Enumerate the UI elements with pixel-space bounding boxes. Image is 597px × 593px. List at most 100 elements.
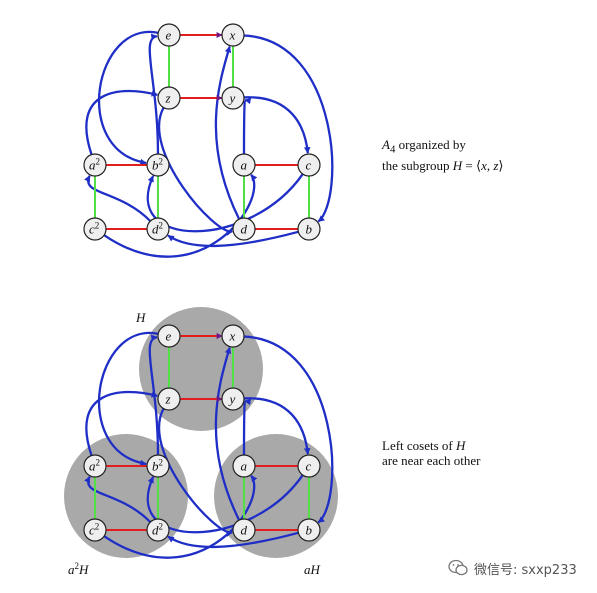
d2-node-b: b (297, 518, 321, 542)
d2-node-d: d (232, 518, 256, 542)
d2-node-a-circle (232, 454, 256, 478)
watermark: 微信号: sxxp233 (448, 557, 577, 579)
d1-arrow-c2-to-a (103, 173, 258, 258)
d1-node-y-circle (221, 86, 245, 110)
d1-node-d-circle (232, 217, 256, 241)
d1-node-e: e (157, 23, 181, 47)
d2-node-a2-label: a2 (89, 458, 100, 474)
d1-arrow-z-to-d (157, 107, 233, 236)
d2-node-c: c (297, 454, 321, 478)
cayley-diagram-organized: e x z y a2 b2 a c c2 d2 d b (83, 23, 334, 258)
d1-arrow-b-to-d2 (167, 230, 299, 248)
d2-node-x: x (221, 324, 245, 348)
d1-arrow-b2-to-e (148, 33, 160, 155)
d2-arrow-e-to-b2 (97, 331, 159, 467)
d1-arrow-c-to-b2 (146, 173, 304, 233)
coset-label-aH: aH (304, 562, 321, 577)
d2-node-y-label: y (228, 392, 236, 407)
d2-node-d2-label: d2 (152, 522, 163, 538)
d1-node-z-label: z (165, 91, 171, 106)
d2-node-a: a (232, 454, 256, 478)
d2-arrow-c2-to-a (103, 474, 258, 559)
d1-node-c2: c2 (83, 217, 107, 241)
d1-node-x-circle (221, 23, 245, 47)
d1-node-a-circle (232, 153, 256, 177)
d2-node-a2: a2 (83, 454, 107, 478)
cayley-diagram-cosets: e x z y a2 b2 a c c2 d2 d b (83, 324, 334, 559)
d1-node-d-label: d (241, 222, 248, 237)
d1-node-c2-label: c2 (89, 221, 99, 237)
coset-label-H: H (135, 310, 146, 325)
d1-node-b2-circle (146, 153, 170, 177)
caption-diagram2-line2: are near each other (382, 453, 481, 468)
d2-node-y-circle (221, 387, 245, 411)
caption-diagram1: A4 organized by the subgroup H = ⟨x, z⟩ (382, 137, 504, 173)
caption-diagram1-line1: A4 organized by (382, 137, 466, 156)
caption-diagram2: Left cosets of H are near each other (382, 438, 481, 468)
d1-node-d2: d2 (146, 217, 170, 241)
d2-node-b2-circle (146, 454, 170, 478)
d1-node-b: b (297, 217, 321, 241)
d1-node-a-label: a (241, 158, 248, 173)
d1-node-x-label: x (229, 28, 236, 43)
caption-diagram1-line2: the subgroup H = ⟨x, z⟩ (382, 157, 504, 173)
d2-node-c-circle (297, 454, 321, 478)
d1-arrow-e-to-b2 (97, 30, 159, 166)
d1-node-a2: a2 (83, 153, 107, 177)
d1-arrow-x-to-b (243, 34, 334, 223)
d1-node-c2-circle (83, 217, 107, 241)
d1-node-a2-circle (83, 153, 107, 177)
d1-arrow-y-to-c (243, 96, 311, 154)
d2-arrow-a2-to-z (85, 390, 159, 456)
d1-node-a2-label: a2 (89, 157, 100, 173)
d2-node-d2-circle (146, 518, 170, 542)
d1-arrow-d2-to-a2 (84, 175, 152, 222)
d1-node-c-circle (297, 153, 321, 177)
d1-node-c: c (297, 153, 321, 177)
d2-node-e: e (157, 324, 181, 348)
d2-node-c2: c2 (83, 518, 107, 542)
d1-arrow-d-to-x (214, 45, 241, 220)
d1-node-z-circle (157, 86, 181, 110)
d1-node-d2-circle (146, 217, 170, 241)
d2-node-c2-label: c2 (89, 522, 99, 538)
d1-node-a: a (232, 153, 256, 177)
d1-node-b-circle (297, 217, 321, 241)
d1-node-e-label: e (166, 28, 172, 43)
d2-node-b-circle (297, 518, 321, 542)
d2-node-c2-circle (83, 518, 107, 542)
d2-node-z: z (157, 387, 181, 411)
d1-arrow-a2-to-z (85, 89, 159, 155)
coset-region-a2H (64, 434, 188, 558)
caption-diagram2-line1: Left cosets of H (382, 438, 466, 453)
d2-node-e-label: e (166, 329, 172, 344)
d2-node-a2-circle (83, 454, 107, 478)
d2-arrow-b-to-d2 (167, 531, 299, 549)
d2-node-b2-label: b2 (152, 458, 163, 474)
d1-node-b-label: b (306, 222, 313, 237)
d2-node-b2: b2 (146, 454, 170, 478)
d2-arrow-z-to-d (157, 408, 233, 537)
d2-node-y: y (221, 387, 245, 411)
d2-node-d-label: d (241, 523, 248, 538)
d2-arrow-d2-to-a2 (84, 476, 152, 523)
d2-node-d-circle (232, 518, 256, 542)
d2-node-c-label: c (306, 459, 312, 474)
d1-node-y-label: y (228, 91, 236, 106)
d1-node-x: x (221, 23, 245, 47)
d1-node-c-label: c (306, 158, 312, 173)
d2-node-x-circle (221, 324, 245, 348)
d1-node-d2-label: d2 (152, 221, 163, 237)
d2-arrow-a-to-y (242, 398, 252, 456)
d1-node-d: d (232, 217, 256, 241)
d1-node-z: z (157, 86, 181, 110)
d2-node-a-label: a (241, 459, 248, 474)
d2-arrow-d-to-x (214, 346, 241, 521)
d1-node-y: y (221, 86, 245, 110)
coset-label-a2H: a2H (68, 561, 89, 577)
d1-node-b2-label: b2 (152, 157, 163, 173)
d1-arrow-a-to-y (242, 97, 252, 155)
d2-node-d2: d2 (146, 518, 170, 542)
d2-node-b-label: b (306, 523, 313, 538)
